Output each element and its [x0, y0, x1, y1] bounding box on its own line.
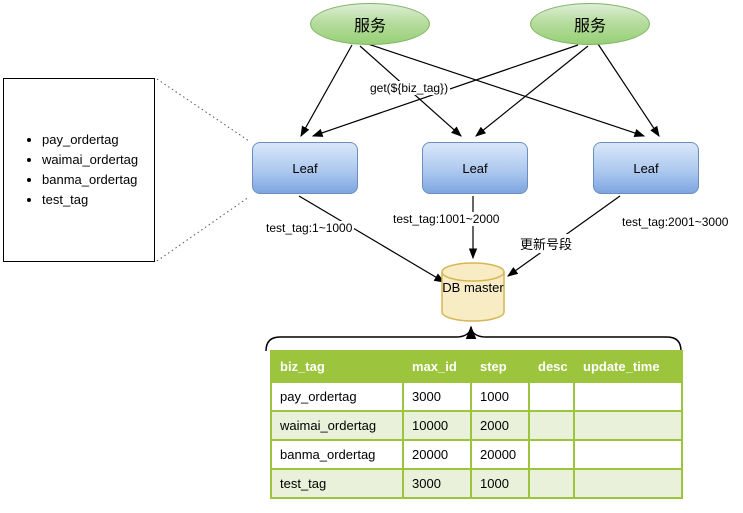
segment-table: biz_tag max_id step desc update_time pay…	[270, 350, 683, 499]
cell-step: 2000	[470, 410, 530, 441]
service-node-2-label: 服务	[573, 18, 606, 35]
cell-biz-tag: test_tag	[270, 468, 404, 499]
cell-desc	[528, 468, 575, 499]
table-row: pay_ordertag 3000 1000	[270, 381, 683, 412]
edge-leaf1-db	[298, 195, 446, 283]
cell-biz-tag: pay_ordertag	[270, 381, 404, 412]
db-label: DB master	[442, 280, 504, 295]
leaf-node-3-label: Leaf	[633, 160, 659, 176]
service-node-2: 服务	[530, 3, 650, 45]
col-header-desc: desc	[528, 350, 575, 383]
biz-tag-item: waimai_ordertag	[42, 150, 138, 170]
edge-service2-leaf2	[475, 45, 589, 137]
callout-line-top	[156, 78, 250, 142]
col-header-biz-tag: biz_tag	[270, 350, 404, 383]
cell-update-time	[573, 381, 683, 412]
brace-right	[471, 330, 682, 352]
biz-tag-item: test_tag	[42, 190, 138, 210]
cell-max-id: 20000	[402, 439, 472, 470]
edge-label-segment-3: test_tag:2001~3000	[620, 215, 731, 229]
edge-service2-leaf3	[597, 43, 660, 138]
edge-label-get: get(${biz_tag})	[368, 81, 451, 95]
cell-max-id: 10000	[402, 410, 472, 441]
cell-update-time	[573, 439, 683, 470]
cell-biz-tag: banma_ordertag	[270, 439, 404, 470]
leaf-node-2: Leaf	[422, 142, 528, 194]
db-cylinder	[441, 262, 505, 322]
table-row: test_tag 3000 1000	[270, 468, 683, 499]
table-row: waimai_ordertag 10000 2000	[270, 410, 683, 441]
cell-update-time	[573, 410, 683, 441]
table-row: banma_ordertag 20000 20000	[270, 439, 683, 470]
leaf-node-2-label: Leaf	[462, 160, 488, 176]
brace-left	[265, 330, 471, 352]
callout-line-bottom	[156, 196, 250, 262]
col-header-max-id: max_id	[402, 350, 472, 383]
edge-label-update-segment: 更新号段	[518, 234, 575, 253]
col-header-update-time: update_time	[573, 350, 683, 383]
cell-step: 1000	[470, 381, 530, 412]
cell-desc	[528, 410, 575, 441]
leaf-node-1: Leaf	[252, 142, 358, 194]
edge-label-segment-1: test_tag:1~1000	[264, 221, 355, 235]
leaf-node-3: Leaf	[593, 142, 699, 194]
cell-step: 1000	[470, 468, 530, 499]
service-node-1: 服务	[310, 3, 430, 45]
table-header-row: biz_tag max_id step desc update_time	[270, 350, 683, 383]
cell-max-id: 3000	[402, 381, 472, 412]
edge-service1-leaf1	[300, 44, 353, 138]
cell-desc	[528, 439, 575, 470]
biz-tags-list: pay_ordertag waimai_ordertag banma_order…	[4, 130, 138, 210]
cell-update-time	[573, 468, 683, 499]
col-header-step: step	[470, 350, 530, 383]
service-node-1-label: 服务	[353, 18, 386, 35]
cell-desc	[528, 381, 575, 412]
biz-tag-item: pay_ordertag	[42, 130, 138, 150]
cell-max-id: 3000	[402, 468, 472, 499]
cell-step: 20000	[470, 439, 530, 470]
leaf-node-1-label: Leaf	[292, 160, 318, 176]
biz-tags-box: pay_ordertag waimai_ordertag banma_order…	[3, 78, 155, 262]
biz-tag-item: banma_ordertag	[42, 170, 138, 190]
edge-label-segment-2: test_tag:1001~2000	[391, 212, 502, 226]
cell-biz-tag: waimai_ordertag	[270, 410, 404, 441]
